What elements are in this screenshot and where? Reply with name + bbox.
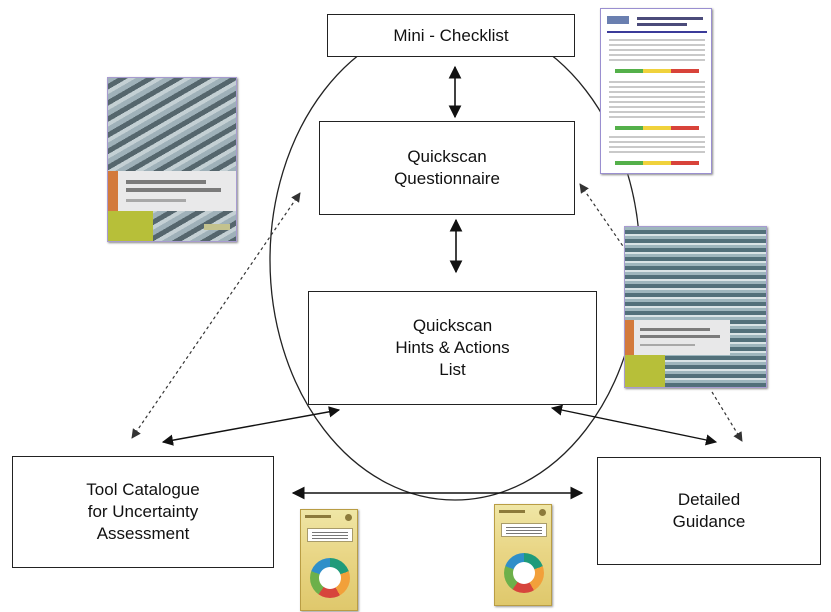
arrow-hints-guidance [550, 404, 718, 446]
booklet-left-icon [300, 509, 358, 611]
quickscan-hints-box: Quickscan Hints & Actions List [308, 291, 597, 405]
checklist-page-icon [600, 8, 712, 174]
dashed-arrow-questionnaire-guidance [579, 183, 637, 266]
quickscan-hints-line3: List [439, 360, 466, 379]
tool-catalogue-line1: Tool Catalogue [86, 480, 200, 499]
tool-catalogue-line3: Assessment [96, 524, 190, 543]
dashed-arrow-cover-guidance [711, 391, 743, 442]
tool-catalogue-line2: for Uncertainty [87, 502, 199, 521]
report-cover-right-icon [624, 226, 767, 388]
detailed-guidance-line2: Guidance [672, 512, 746, 531]
dashed-arrow-questionnaire-catalogue [131, 192, 301, 439]
detailed-guidance-box: Detailed Guidance [597, 457, 821, 565]
quickscan-questionnaire-line1: Quickscan [407, 147, 487, 166]
mini-checklist-label: Mini - Checklist [393, 25, 509, 45]
detailed-guidance-line1: Detailed [677, 490, 741, 509]
tool-catalogue-box: Tool Catalogue for Uncertainty Assessmen… [12, 456, 274, 568]
mini-checklist-box: Mini - Checklist [327, 14, 575, 57]
quickscan-hints-line2: Hints & Actions [395, 338, 510, 357]
quickscan-questionnaire-box: Quickscan Questionnaire [319, 121, 575, 215]
quickscan-questionnaire-line2: Questionnaire [394, 169, 500, 188]
quickscan-hints-line1: Quickscan [412, 316, 493, 335]
report-cover-left-icon [107, 77, 237, 242]
arrow-hints-catalogue [161, 406, 341, 446]
booklet-right-icon [494, 504, 552, 606]
